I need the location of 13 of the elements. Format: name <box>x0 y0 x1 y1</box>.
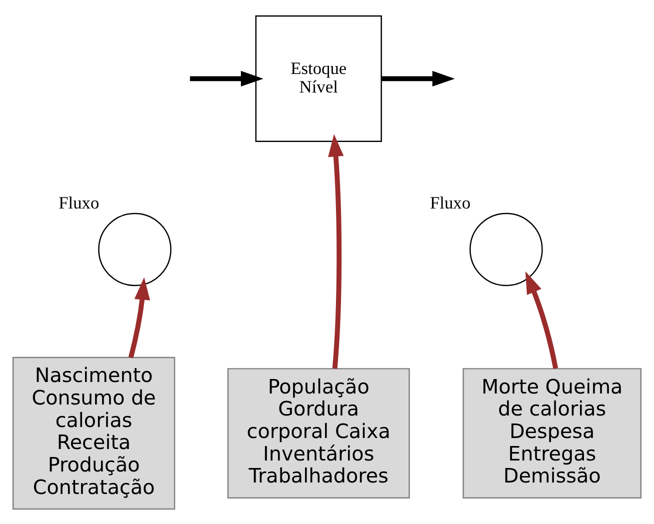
node-box: Morte Queima de calorias Despesa Entregas Demissão <box>462 368 642 498</box>
node-circle <box>98 212 172 286</box>
node-label: Fluxo <box>430 193 471 212</box>
node-circle <box>470 212 543 286</box>
arrow <box>128 276 150 358</box>
arrow <box>525 270 558 368</box>
node-box: Nascimento Consumo de calorias Receita Produção Contratação <box>12 356 176 510</box>
node-box: Estoque Nível <box>255 14 382 142</box>
node-box: População Gordura corporal Caixa Inventários Trabalhadores <box>227 368 410 498</box>
arrow <box>190 70 264 86</box>
arrow <box>382 70 455 86</box>
node-label: Fluxo <box>58 193 100 212</box>
arrow <box>328 134 344 368</box>
